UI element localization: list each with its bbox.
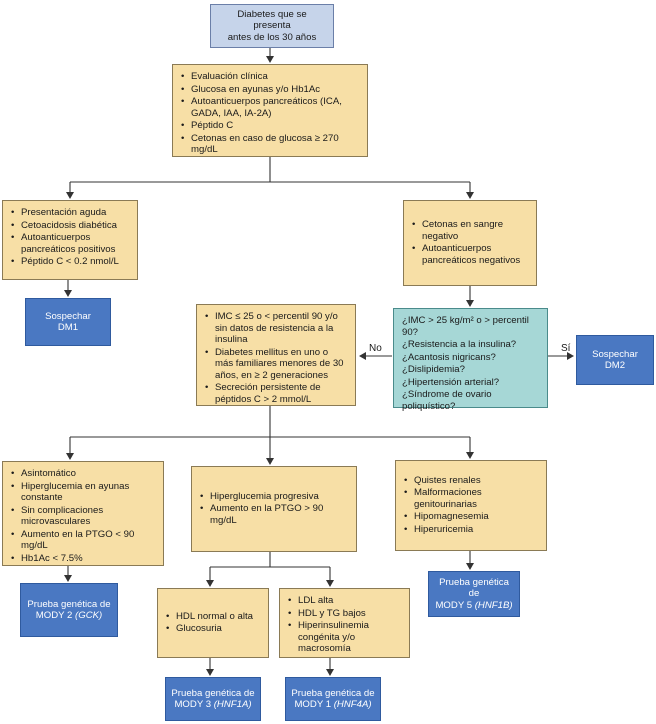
gck-test-result: Prueba genética de MODY 2 (GCK) [20, 583, 118, 637]
dm1-result: Sospechar DM1 [25, 298, 111, 346]
question-item: ¿IMC > 25 kg/m² o > percentil 90? [402, 315, 529, 338]
hnf1a-criteria-box: HDL normal o alta Glucosuria [157, 588, 269, 658]
start-line-2: antes de los 30 años [227, 31, 317, 43]
hnf4a-test-result: Prueba genética de MODY 1 (HNF4A) [285, 677, 381, 721]
dm1-criteria-box: Presentación aguda Cetoacidosis diabétic… [2, 200, 138, 280]
gck-test-gene: (GCK) [75, 610, 103, 621]
mody-criteria-item: Diabetes mellitus en uno o más familiare… [205, 347, 347, 382]
hnf4a-criteria-item: Hiperinsulinemia congénita y/o macrosomí… [288, 620, 401, 655]
hnf4a-criteria-box: LDL alta HDL y TG bajos Hiperinsulinemia… [279, 588, 410, 658]
hnf1b-test-gene: (HNF1B) [474, 599, 513, 611]
start-node: Diabetes que se presenta antes de los 30… [210, 4, 334, 48]
hnf1a-test-gene: (HNF1A) [213, 699, 252, 710]
question-item: ¿Hipertensión arterial? [402, 376, 500, 388]
gck-criteria-item: Hb1Ac < 7.5% [11, 553, 155, 565]
dm2-result-line-2: DM2 [604, 360, 626, 371]
hnf1b-criteria-box: Quistes renales Malformaciones genitouri… [395, 460, 547, 551]
gck-test-mody: MODY 2 [35, 610, 76, 621]
progressive-criteria-box: Hiperglucemia progresiva Aumento en la P… [191, 466, 357, 552]
hnf1a-test-line-1: Prueba genética de [171, 687, 255, 699]
hnf1b-criteria-item: Hiperuricemia [404, 524, 538, 536]
mody-criteria-item: Secreción persistente de péptidos C > 2 … [205, 382, 347, 405]
hnf4a-test-gene: (HNF4A) [333, 699, 372, 710]
negative-criteria-item: Autoanticuerpos pancreáticos negativos [412, 243, 528, 266]
hnf4a-criteria-item: HDL y TG bajos [288, 608, 401, 620]
dm1-result-line-2: DM1 [57, 322, 79, 333]
negative-criteria-box: Cetonas en sangre negativo Autoanticuerp… [403, 200, 537, 286]
evaluation-box: Evaluación clínica Glucosa en ayunas y/o… [172, 64, 368, 157]
dm1-criteria-item: Autoanticuerpos pancreáticos positivos [11, 232, 129, 255]
mody-criteria-item: IMC ≤ 25 o < percentil 90 y/o sin datos … [205, 311, 347, 346]
dm1-criteria-item: Péptido C < 0.2 nmol/L [11, 256, 129, 268]
mody-criteria-box: IMC ≤ 25 o < percentil 90 y/o sin datos … [196, 304, 356, 406]
hnf1a-test-mody: MODY 3 [174, 699, 214, 710]
evaluation-item: Evaluación clínica [181, 71, 359, 83]
question-item: ¿Acantosis nigricans? [402, 351, 496, 363]
hnf1a-test-result: Prueba genética de MODY 3 (HNF1A) [165, 677, 261, 721]
negative-criteria-item: Cetonas en sangre negativo [412, 219, 528, 242]
hnf1b-test-line-1: Prueba genética de [439, 576, 509, 600]
evaluation-item: Autoanticuerpos pancreáticos (ICA, GADA,… [181, 96, 359, 119]
dm1-result-line-1: Sospechar [45, 310, 91, 322]
question-item: ¿Dislipidemia? [402, 364, 465, 375]
evaluation-item: Péptido C [181, 120, 359, 132]
evaluation-item: Glucosa en ayunas y/o Hb1Ac [181, 84, 359, 96]
gck-criteria-item: Hiperglucemia en ayunas constante [11, 481, 155, 504]
hnf1b-criteria-item: Hipomagnesemia [404, 511, 538, 523]
question-item: ¿Síndrome de ovario poliquístico? [402, 389, 492, 412]
hnf1b-criteria-item: Quistes renales [404, 475, 538, 487]
hnf1a-criteria-item: HDL normal o alta [166, 611, 253, 623]
dm2-question-box: ¿IMC > 25 kg/m² o > percentil 90? ¿Resis… [393, 308, 548, 412]
gck-criteria-item: Aumento en la PTGO < 90 mg/dL [11, 529, 155, 552]
label-no: No [369, 343, 382, 354]
gck-criteria-item: Asintomático [11, 468, 155, 480]
label-yes: Sí [561, 343, 571, 354]
hnf4a-test-mody: MODY 1 [294, 699, 334, 710]
hnf1b-criteria-item: Malformaciones genitourinarias [404, 487, 538, 510]
dm2-result-line-1: Sospechar [592, 348, 638, 360]
gck-criteria-box: Asintomático Hiperglucemia en ayunas con… [2, 461, 164, 566]
gck-test-line-1: Prueba genética de [27, 598, 111, 610]
dm2-result: Sospechar DM2 [576, 335, 654, 385]
hnf4a-test-line-1: Prueba genética de [291, 687, 375, 699]
hnf1b-test-result: Prueba genética de MODY 5 (HNF1B) [428, 571, 520, 617]
gck-criteria-item: Sin complicaciones microvasculares [11, 505, 155, 528]
dm1-criteria-item: Cetoacidosis diabética [11, 220, 129, 232]
progressive-criteria-item: Hiperglucemia progresiva [200, 491, 348, 503]
hnf1b-test-mody: MODY 5 [435, 599, 475, 611]
progressive-criteria-item: Aumento en la PTGO > 90 mg/dL [200, 503, 348, 526]
hnf4a-criteria-item: LDL alta [288, 595, 401, 607]
evaluation-item: Cetonas en caso de glucosa ≥ 270 mg/dL [181, 133, 359, 156]
hnf1a-criteria-item: Glucosuria [166, 623, 253, 635]
dm1-criteria-item: Presentación aguda [11, 207, 129, 219]
start-line-1: Diabetes que se presenta [237, 8, 307, 32]
question-item: ¿Resistencia a la insulina? [402, 339, 517, 350]
